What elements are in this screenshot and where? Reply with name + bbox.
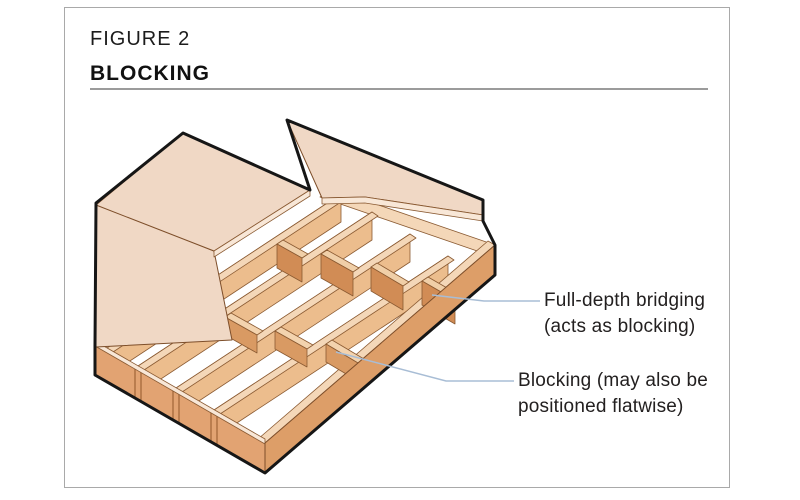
- annotation-blocking: Blocking (may also be positioned flatwis…: [518, 370, 709, 417]
- silhouette-outline: [93, 118, 497, 475]
- blocking-face: [274, 330, 308, 368]
- sheathing-panel-left: [95, 132, 311, 258]
- blocking-row: [224, 312, 365, 382]
- bridging-face: [370, 266, 404, 311]
- figure-label: FIGURE 2: [90, 28, 191, 50]
- leader-line-bridging: [431, 294, 540, 302]
- title-underline: [90, 88, 708, 90]
- bridging-face: [320, 253, 354, 297]
- bridging-face: [276, 243, 303, 283]
- annotation-full-depth-bridging: Full-depth bridging (acts as blocking): [544, 290, 706, 337]
- figure-title: BLOCKING: [90, 62, 210, 85]
- leader-line-blocking: [335, 351, 514, 382]
- sheathing-left-edge: [213, 189, 311, 258]
